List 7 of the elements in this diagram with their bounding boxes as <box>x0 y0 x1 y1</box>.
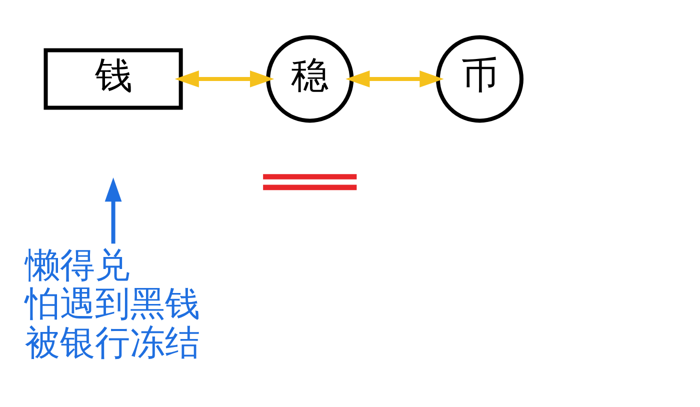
node-circle: 币 <box>436 34 524 122</box>
arrow <box>346 70 444 87</box>
node-box: 钱 <box>44 48 183 110</box>
arrow <box>174 70 274 87</box>
arrow <box>104 176 122 244</box>
node-text: 懒得兑 怕遇到黑钱 被银行冻结 <box>25 245 200 363</box>
node-circle: 稳 <box>266 34 354 122</box>
